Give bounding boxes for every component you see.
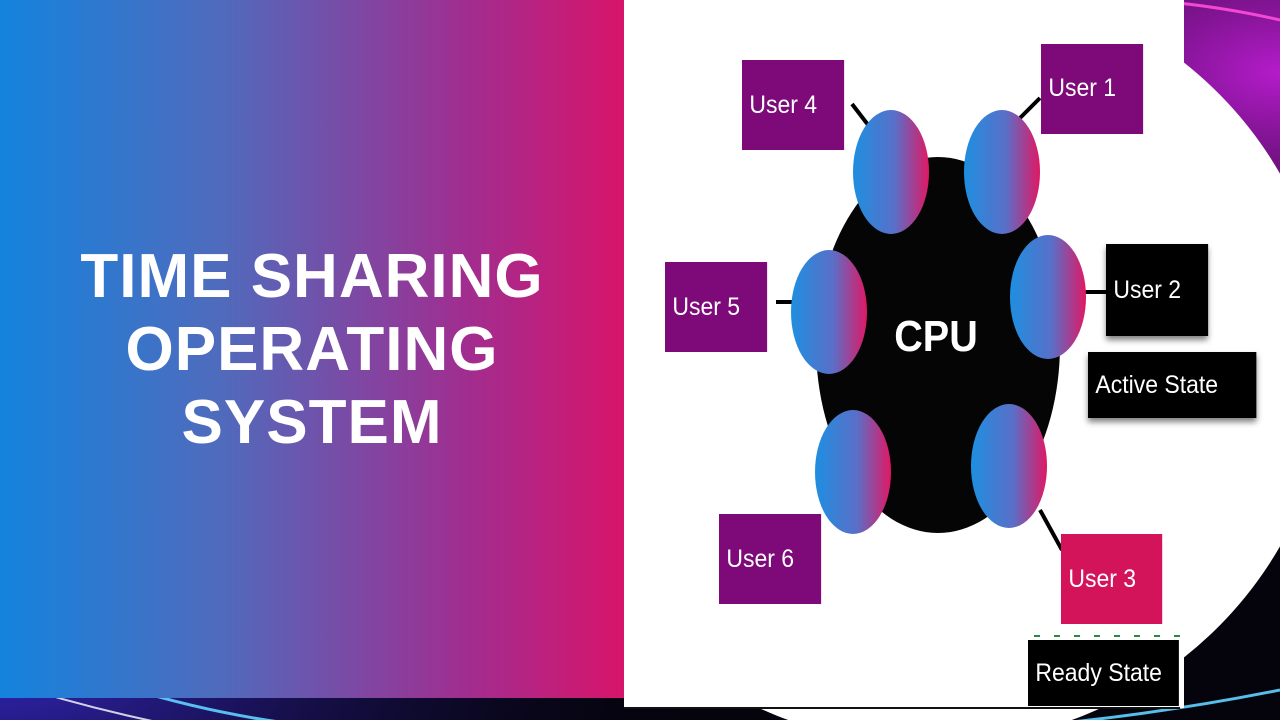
node-user1: [964, 110, 1040, 234]
cpu-label: CPU: [894, 312, 978, 361]
node-user2: [1010, 235, 1086, 359]
connector-user1: [1016, 96, 1042, 122]
active-state-box: Active State: [1088, 352, 1257, 418]
user3-box: User 3: [1061, 534, 1163, 624]
connector-user3: [1038, 509, 1064, 551]
title-line-2: OPERATING: [125, 315, 499, 384]
node-user4: [853, 110, 929, 234]
slide-title: TIME SHARING OPERATING SYSTEM: [0, 240, 624, 459]
user1-box: User 1: [1041, 44, 1144, 134]
node-user5: [791, 250, 867, 374]
node-user3: [971, 404, 1047, 528]
title-line-3: SYSTEM: [181, 388, 443, 457]
user5-box: User 5: [665, 262, 768, 352]
ready-state-box: Ready State: [1028, 640, 1179, 706]
user4-box: User 4: [742, 60, 845, 150]
node-user6: [815, 410, 891, 534]
user6-box: User 6: [719, 514, 822, 604]
title-panel: TIME SHARING OPERATING SYSTEM: [0, 0, 624, 698]
user2-box: User 2: [1106, 244, 1209, 336]
title-line-1: TIME SHARING: [80, 242, 544, 311]
